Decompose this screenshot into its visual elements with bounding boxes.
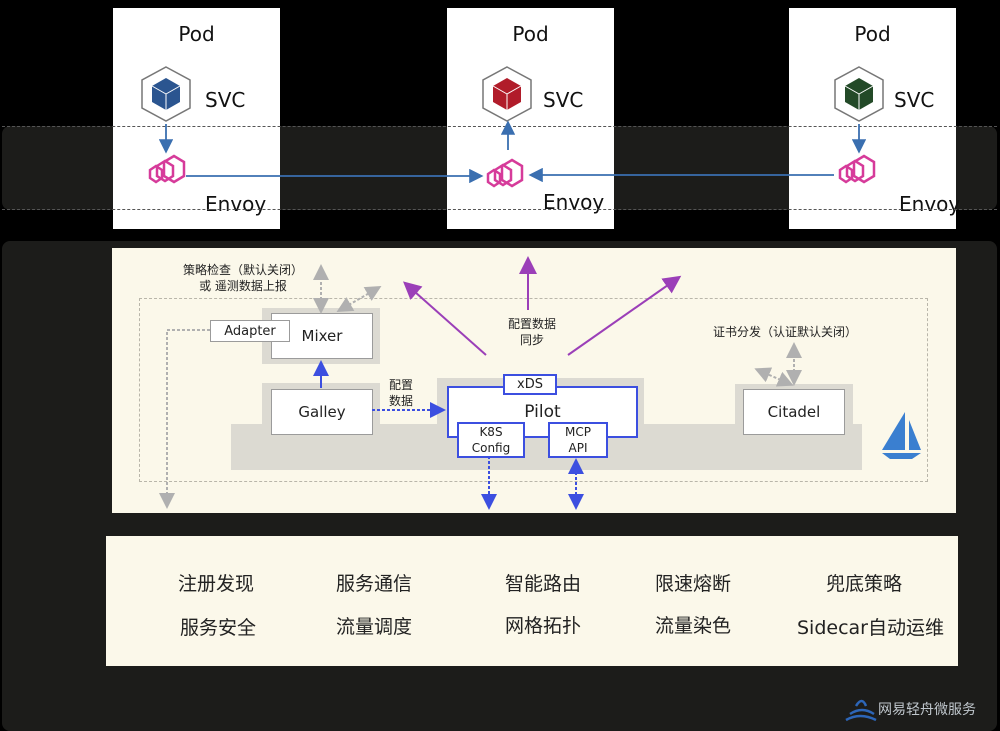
- k8s-config-box: K8S Config: [457, 422, 525, 458]
- k8s-line1: K8S: [479, 425, 503, 439]
- feature-9: 流量染色: [655, 615, 732, 637]
- config-data-note: 配置 数据: [383, 377, 419, 409]
- envoy-label: Envoy: [205, 192, 267, 216]
- feature-4: 限速熔断: [655, 573, 732, 595]
- envoy-icon: [148, 154, 186, 184]
- envoy-label: Envoy: [543, 190, 605, 214]
- band-top-divider: [2, 126, 997, 127]
- pod-1: Pod SVC Envoy: [113, 8, 280, 229]
- istio-sail-icon: [882, 412, 921, 459]
- cube-icon: [834, 66, 884, 122]
- cert-note: 证书分发（认证默认关闭）: [712, 325, 857, 339]
- brand-label: 网易轻舟微服务: [878, 702, 976, 718]
- mcp-line2: API: [568, 441, 588, 455]
- svc-label: SVC: [894, 88, 935, 112]
- adapter-box: Adapter: [210, 320, 290, 342]
- pod-title: Pod: [512, 22, 549, 46]
- feature-3: 智能路由: [505, 573, 582, 595]
- galley-box: Galley: [271, 389, 373, 435]
- envoy-label: Envoy: [899, 192, 961, 216]
- feature-8: 网格拓扑: [505, 615, 582, 637]
- mcp-line1: MCP: [565, 425, 591, 439]
- feature-5: 兜底策略: [826, 573, 903, 595]
- svc-label: SVC: [543, 88, 584, 112]
- adapter-down-arrow: [159, 329, 210, 509]
- svc-label: SVC: [205, 88, 246, 112]
- policy-note: 策略检查（默认关闭） 或 遥测数据上报: [168, 262, 318, 294]
- feature-7: 流量调度: [336, 616, 413, 638]
- config-data-line1: 配置: [388, 378, 413, 392]
- policy-note-line1: 策略检查（默认关闭）: [182, 263, 303, 277]
- cube-icon: [482, 66, 532, 122]
- brand-logo-icon: [845, 699, 877, 722]
- mcp-api-box: MCP API: [548, 422, 608, 458]
- feature-10: Sidecar自动运维: [797, 617, 944, 639]
- pilot-label: Pilot: [524, 402, 561, 422]
- pod-2: Pod SVC Envoy: [447, 8, 614, 229]
- feature-1: 注册发现: [178, 573, 255, 595]
- sync-arrow: [403, 281, 487, 356]
- pod-3: Pod SVC Envoy: [789, 8, 960, 229]
- config-data-line2: 数据: [388, 394, 413, 408]
- envoy-icon: [486, 158, 524, 188]
- envoy-icon: [838, 154, 876, 184]
- k8s-line2: Config: [471, 441, 511, 455]
- sync-arrow: [567, 275, 682, 356]
- sync-line1: 配置数据: [507, 317, 556, 331]
- telemetry-arrow: [336, 285, 382, 313]
- sync-note: 配置数据 同步: [500, 316, 564, 348]
- feature-6: 服务安全: [180, 617, 257, 639]
- sync-line2: 同步: [519, 333, 544, 347]
- pod-title: Pod: [854, 22, 891, 46]
- citadel-box: Citadel: [743, 389, 845, 435]
- cube-icon: [141, 66, 191, 122]
- pod-title: Pod: [178, 22, 215, 46]
- xds-box: xDS: [503, 374, 557, 395]
- features-panel: [106, 536, 958, 666]
- policy-note-line2: 或 遥测数据上报: [199, 279, 287, 293]
- feature-2: 服务通信: [336, 573, 413, 595]
- band-bottom-divider: [2, 209, 997, 210]
- cert-side-arrow: [754, 367, 794, 387]
- istio-boundary: [139, 298, 928, 482]
